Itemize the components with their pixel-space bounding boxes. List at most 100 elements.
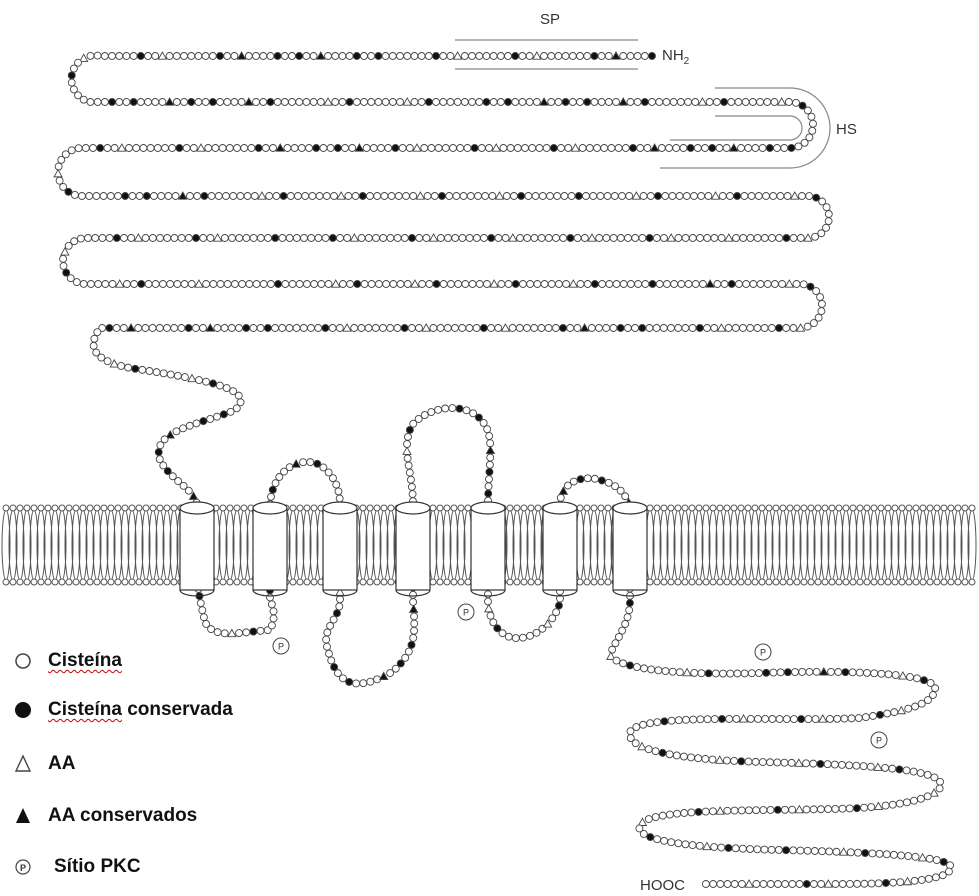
cysteine-residue (454, 99, 461, 106)
aa-residue (795, 806, 803, 813)
cysteine-residue (173, 99, 180, 106)
cysteine-residue (268, 493, 275, 500)
cysteine-residue (704, 716, 711, 723)
cysteine-residue (760, 881, 767, 888)
cysteine-residue (846, 880, 853, 887)
cysteine-residue (221, 325, 228, 332)
conserved-cysteine-residue (788, 144, 795, 151)
cysteine-residue (274, 99, 281, 106)
cysteine-residue (675, 234, 682, 241)
cysteine-residue (584, 53, 591, 60)
conserved-cysteine-residue (630, 145, 637, 152)
cysteine-residue (214, 629, 221, 636)
cysteine-residue (149, 325, 156, 332)
cysteine-residue (622, 620, 629, 627)
cysteine-residue (819, 848, 826, 855)
conserved-cysteine-residue (346, 99, 353, 106)
cysteine-residue (375, 99, 382, 106)
cysteine-residue (399, 145, 406, 152)
cysteine-residue (577, 99, 584, 106)
aa-residue (422, 324, 430, 331)
cysteine-residue (817, 294, 824, 301)
aa-residue (416, 192, 424, 199)
cysteine-residue (617, 234, 624, 241)
cysteine-residue (598, 99, 605, 106)
cysteine-residue (620, 660, 627, 667)
cysteine-residue (226, 145, 233, 152)
conserved-cysteine-residue (654, 193, 661, 200)
aa-residue (795, 759, 803, 766)
cysteine-residue (514, 145, 521, 152)
cysteine-residue (690, 716, 697, 723)
cysteine-residue (867, 763, 874, 770)
cysteine-residue (320, 145, 327, 152)
legend-label: AA conservados (48, 805, 197, 826)
cysteine-residue (485, 476, 492, 483)
phospho-site-icon: P (14, 856, 48, 878)
cysteine-residue (358, 325, 365, 332)
cysteine-residue (336, 325, 343, 332)
conserved-cysteine-residue (877, 711, 884, 718)
cysteine-residue (713, 99, 720, 106)
cysteine-residue (552, 325, 559, 332)
cysteine-residue (324, 629, 331, 636)
cysteine-residue (639, 234, 646, 241)
cysteine-residue (489, 193, 496, 200)
cysteine-residue (702, 808, 709, 815)
cysteine-residue (336, 603, 343, 610)
cysteine-residue (430, 325, 437, 332)
cysteine-residue (60, 263, 67, 270)
cysteine-residue (627, 99, 634, 106)
conserved-cysteine-residue (185, 325, 192, 332)
cysteine-residue (126, 145, 133, 152)
cysteine-residue (167, 371, 174, 378)
cysteine-residue (380, 234, 387, 241)
cysteine-residue (526, 53, 533, 60)
cysteine-residue (683, 193, 690, 200)
conserved-aa-residue (651, 144, 659, 151)
cysteine-residue (924, 793, 931, 800)
cysteine-residue (301, 234, 308, 241)
cysteine-residue (408, 483, 415, 490)
transmembrane-helix-4 (396, 502, 430, 596)
cysteine-residue (883, 851, 890, 858)
cysteine-residue (947, 862, 954, 869)
cysteine-residue (926, 855, 933, 862)
conserved-cysteine-residue (274, 53, 281, 60)
cysteine-residue (447, 99, 454, 106)
cysteine-residue (408, 325, 415, 332)
conserved-cysteine-residue (264, 325, 271, 332)
pkc-site-2: P (458, 604, 474, 620)
cysteine-residue (648, 666, 655, 673)
conserved-cysteine-residue (577, 476, 584, 483)
cysteine-residue (426, 281, 433, 288)
cysteine-residue (440, 99, 447, 106)
cysteine-residue (769, 715, 776, 722)
cysteine-residue (656, 99, 663, 106)
cysteine-residue (626, 607, 633, 614)
aa-residue (632, 192, 640, 199)
cysteine-residue (554, 193, 561, 200)
cysteine-residue (94, 329, 101, 336)
aa-residue (134, 234, 142, 241)
cysteine-residue (55, 163, 62, 170)
conserved-cysteine-residue (738, 758, 745, 765)
cysteine-residue (93, 193, 100, 200)
cysteine-residue (806, 668, 813, 675)
cysteine-residue (689, 234, 696, 241)
cysteine-residue (666, 145, 673, 152)
cysteine-residue (257, 627, 264, 634)
conserved-aa-residue (245, 98, 253, 105)
cysteine-residue (937, 778, 944, 785)
aa-residue (343, 324, 351, 331)
cysteine-residue (505, 633, 512, 640)
cysteine-residue (442, 405, 449, 412)
conserved-cysteine-residue (130, 99, 137, 106)
cysteine-residue (805, 716, 812, 723)
cysteine-residue (756, 670, 763, 677)
cysteine-residue (243, 629, 250, 636)
conserved-cysteine-residue (659, 749, 666, 756)
cysteine-residue (627, 281, 634, 288)
cysteine-residue (410, 193, 417, 200)
cysteine-residue (375, 281, 382, 288)
